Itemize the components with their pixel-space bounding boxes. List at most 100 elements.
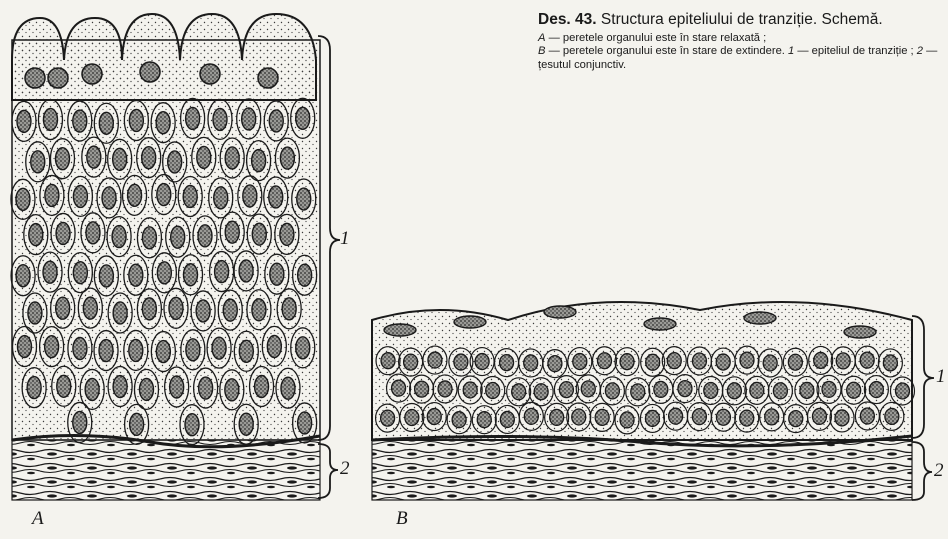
cell-nucleus — [215, 261, 229, 283]
panel-b-braces — [912, 316, 934, 500]
cell-nucleus — [212, 337, 226, 359]
cell-nucleus — [297, 188, 311, 210]
cell-nucleus — [45, 336, 59, 358]
cell-nucleus — [186, 107, 200, 129]
cell-nucleus — [142, 298, 156, 320]
cell-nucleus — [500, 411, 514, 427]
cell-nucleus — [113, 302, 127, 324]
cell-nucleus — [239, 340, 253, 362]
cell-nucleus — [128, 184, 142, 206]
cell-nucleus — [692, 409, 706, 425]
cell-nucleus — [56, 222, 70, 244]
cell-nucleus — [524, 355, 538, 371]
cell-nucleus — [438, 381, 452, 397]
cell-nucleus — [73, 337, 87, 359]
cell-nucleus — [763, 355, 777, 371]
cell-nucleus — [198, 225, 212, 247]
cell-nucleus — [186, 339, 200, 361]
panel-a-drawing — [11, 14, 320, 500]
cell-nucleus — [744, 312, 776, 324]
cell-nucleus — [646, 354, 660, 370]
cell-nucleus — [129, 109, 143, 131]
cell-nucleus — [381, 410, 395, 426]
cell-nucleus — [789, 411, 803, 427]
cell-nucleus — [573, 354, 587, 370]
legend-key-1: 1 — [788, 45, 794, 57]
cell-nucleus — [750, 382, 764, 398]
cell-nucleus — [550, 409, 564, 425]
caption-title-line: Des. 43. Structura epiteliului de tranzi… — [538, 10, 938, 29]
cell-nucleus — [282, 298, 296, 320]
cell-nucleus — [223, 299, 237, 321]
cell-nucleus — [112, 226, 126, 248]
cell-nucleus — [463, 382, 477, 398]
cell-nucleus — [85, 378, 99, 400]
cell-nucleus — [140, 62, 160, 82]
cell-nucleus — [581, 381, 595, 397]
cell-nucleus — [48, 68, 68, 88]
cell-nucleus — [156, 112, 170, 134]
cell-nucleus — [199, 377, 213, 399]
cell-nucleus — [17, 336, 31, 358]
cell-nucleus — [57, 375, 71, 397]
cell-nucleus — [678, 381, 692, 397]
cell-nucleus — [486, 383, 500, 399]
panel-b-drawing — [372, 302, 914, 500]
cell-nucleus — [454, 316, 486, 328]
cell-nucleus — [73, 411, 87, 433]
cell-nucleus — [644, 318, 676, 330]
cell-nucleus — [214, 187, 228, 209]
cell-nucleus — [29, 224, 43, 246]
cell-nucleus — [225, 379, 239, 401]
legend-key-b: B — [538, 45, 545, 57]
cell-nucleus — [102, 187, 116, 209]
cell-nucleus — [454, 354, 468, 370]
cell-nucleus — [620, 354, 634, 370]
cell-nucleus — [740, 352, 754, 368]
cell-nucleus — [213, 108, 227, 130]
cell-nucleus — [631, 384, 645, 400]
caption-legend: A — peretele organului este în stare rel… — [538, 32, 938, 72]
cell-nucleus — [139, 378, 153, 400]
panel-b-label: B — [396, 508, 408, 530]
cell-nucleus — [183, 185, 197, 207]
cell-nucleus — [280, 147, 294, 169]
cell-nucleus — [477, 412, 491, 428]
legend-text-1: — epiteliul de tranziție ; — [797, 45, 913, 57]
cell-nucleus — [113, 148, 127, 170]
cell-nucleus — [17, 110, 31, 132]
cell-nucleus — [883, 355, 897, 371]
cell-nucleus — [475, 354, 489, 370]
cell-nucleus — [415, 381, 429, 397]
cell-nucleus — [405, 410, 419, 426]
cell-nucleus — [524, 408, 538, 424]
cell-nucleus — [200, 64, 220, 84]
cell-nucleus — [392, 380, 406, 396]
cell-nucleus — [269, 186, 283, 208]
panel-a-label: A — [32, 508, 44, 530]
cell-nucleus — [142, 227, 156, 249]
cell-nucleus — [25, 68, 45, 88]
cell-nucleus — [242, 108, 256, 130]
brace-a-connective-label: 2 — [340, 458, 350, 480]
brace-b-epithelium-label: 1 — [936, 366, 946, 388]
cell-nucleus — [298, 412, 312, 434]
cell-nucleus — [605, 383, 619, 399]
cell-nucleus — [500, 355, 514, 371]
cell-nucleus — [716, 354, 730, 370]
figure-number: Des. 43. — [538, 11, 597, 28]
cell-nucleus — [225, 221, 239, 243]
cell-nucleus — [142, 147, 156, 169]
cell-nucleus — [544, 306, 576, 318]
cell-nucleus — [269, 110, 283, 132]
cell-nucleus — [654, 381, 668, 397]
cell-nucleus — [130, 413, 144, 435]
cell-nucleus — [534, 384, 548, 400]
cell-nucleus — [99, 265, 113, 287]
cell-nucleus — [185, 414, 199, 436]
cell-nucleus — [788, 354, 802, 370]
cell-nucleus — [595, 409, 609, 425]
cell-nucleus — [895, 383, 909, 399]
cell-nucleus — [667, 353, 681, 369]
